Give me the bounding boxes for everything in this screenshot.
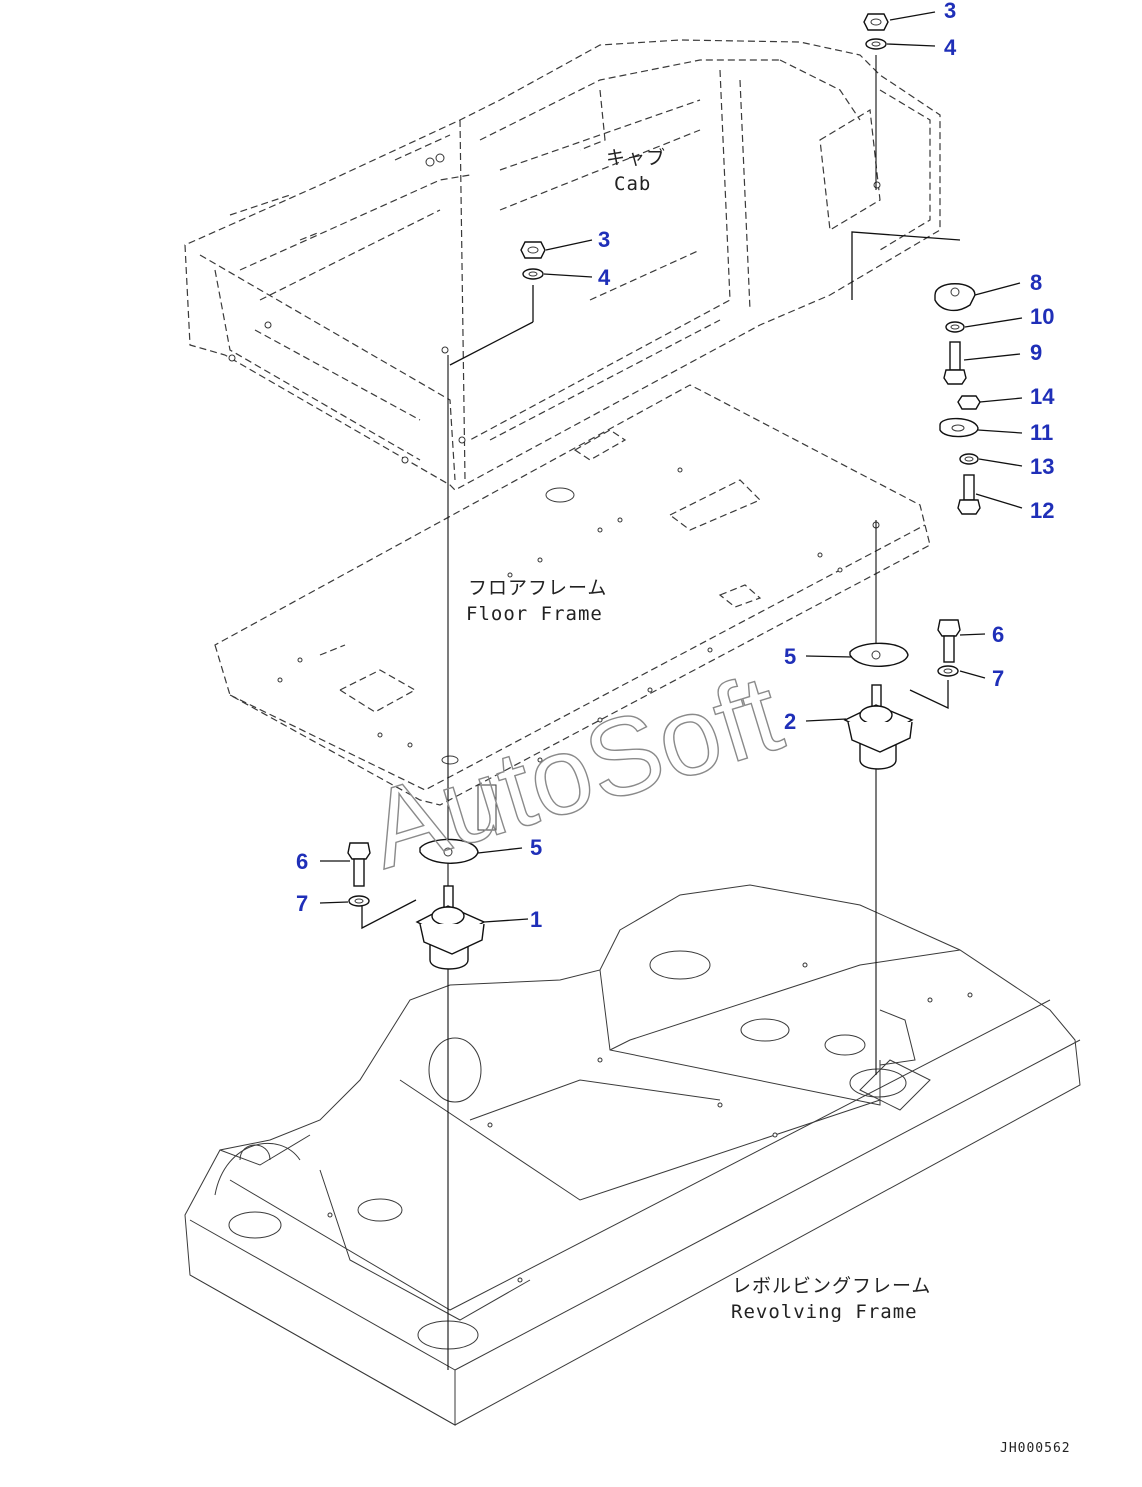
washer-10: [945, 321, 965, 333]
bolt-6-left: [347, 842, 371, 887]
nut-14: [957, 395, 981, 410]
floor-frame-label-en: Floor Frame: [466, 603, 603, 625]
callout-2: 2: [784, 709, 796, 734]
callout-5-right: 5: [784, 644, 796, 669]
stopper-plate-5-right: [849, 642, 909, 667]
revolving-frame-label-en: Revolving Frame: [731, 1301, 918, 1323]
callout-9: 9: [1030, 340, 1042, 365]
callout-7-right: 7: [992, 666, 1004, 691]
washer-left: [522, 268, 544, 280]
callout-numbers: 3 4 3 4 8 10 9 14 11 13 12 6 7 5 2 6 7 5…: [296, 0, 1055, 932]
frame-labels: キャブ Cab フロアフレーム Floor Frame レボルビングフレーム R…: [466, 146, 1071, 1456]
washer-7-left: [348, 895, 370, 907]
floor-frame-label-jp: フロアフレーム: [468, 577, 607, 599]
washer-13: [959, 453, 979, 465]
callout-13: 13: [1030, 454, 1054, 479]
callout-14: 14: [1030, 384, 1055, 409]
callout-12: 12: [1030, 498, 1054, 523]
watermark: AutoSoft: [355, 651, 794, 892]
callout-4-top: 4: [944, 35, 957, 60]
mount-1: [415, 885, 486, 970]
drawing-reference: JH000562: [1000, 1441, 1071, 1456]
bracket-11: [939, 417, 979, 438]
callout-5-left: 5: [530, 835, 542, 860]
callout-3-top: 3: [944, 0, 956, 23]
cab-label-jp: キャブ: [606, 146, 666, 169]
callout-6-left: 6: [296, 849, 308, 874]
callout-3-left: 3: [598, 227, 610, 252]
revolving-frame: [184, 884, 1081, 1426]
leader-lines: [319, 11, 1023, 923]
callout-8: 8: [1030, 270, 1042, 295]
cab-frame: [184, 39, 941, 491]
nut-top-right: [863, 13, 889, 31]
callout-6-right: 6: [992, 622, 1004, 647]
mount-2: [843, 684, 914, 770]
washer-top-right: [865, 38, 887, 50]
floor-frame: [214, 384, 931, 831]
nut-left: [520, 241, 546, 259]
stopper-plate-5-left: [419, 838, 479, 864]
revolving-frame-label-jp: レボルビングフレーム: [732, 1275, 931, 1297]
callout-1: 1: [530, 907, 542, 932]
callout-7-left: 7: [296, 891, 308, 916]
cab-label-en: Cab: [614, 173, 651, 195]
bolt-9: [943, 341, 967, 385]
bolt-6-right: [937, 619, 961, 663]
bolt-12: [957, 474, 981, 515]
washer-7-right: [937, 665, 959, 677]
callout-10: 10: [1030, 304, 1054, 329]
callout-4-left: 4: [598, 265, 611, 290]
stopper-plate-8: [934, 283, 976, 312]
callout-11: 11: [1030, 420, 1053, 445]
